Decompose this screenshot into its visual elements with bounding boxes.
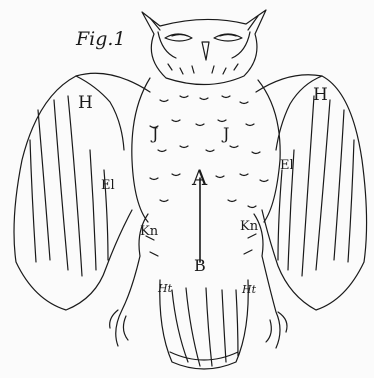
- label-j-right: J: [223, 126, 229, 142]
- label-ht-left: Ht: [158, 283, 172, 294]
- label-a: A: [192, 168, 207, 189]
- figure-label: Fig.1: [76, 30, 126, 49]
- owl-tail: [160, 280, 249, 369]
- label-el-left: El: [101, 179, 115, 192]
- label-h-right: H: [313, 87, 328, 104]
- label-ht-right: Ht: [242, 284, 256, 295]
- label-j-left: J: [152, 126, 158, 142]
- label-h-left: H: [78, 95, 93, 112]
- label-kn-left: Kn: [140, 225, 158, 238]
- right-wing: [256, 75, 367, 310]
- label-b: B: [194, 258, 206, 274]
- legs: [110, 214, 287, 348]
- owl-head: [142, 10, 266, 85]
- owl-body: [132, 78, 280, 222]
- label-kn-right: Kn: [240, 220, 258, 233]
- label-el-right: El: [280, 159, 294, 172]
